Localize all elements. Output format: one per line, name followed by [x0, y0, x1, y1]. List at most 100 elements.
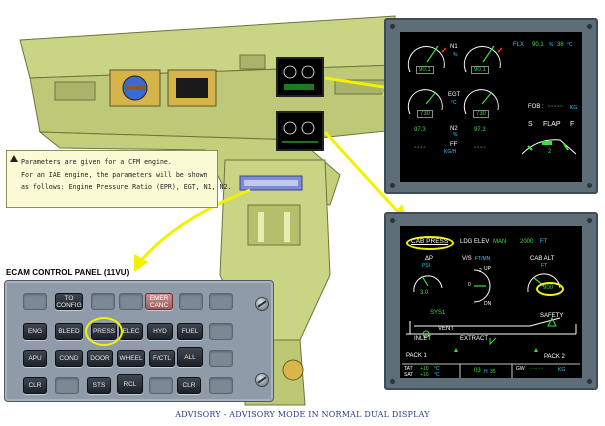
clr-left-button[interactable]: CLR: [23, 377, 47, 394]
all-button[interactable]: ALL: [177, 347, 203, 367]
screw-icon: [390, 24, 395, 29]
door-button[interactable]: DOOR: [87, 350, 113, 367]
cond-button[interactable]: COND: [55, 350, 83, 367]
screw-icon: [587, 183, 592, 188]
note-line-3: as follows: Engine Pressure Ratio (EPR),…: [21, 183, 232, 191]
n2-right-value: 97.3: [474, 127, 486, 133]
upper-display-brightness-knob[interactable]: [255, 297, 269, 311]
cab-alt-unit: FT: [541, 263, 548, 269]
n2-left-value: 97.3: [414, 127, 426, 133]
vs-unit: FT/MN: [475, 256, 491, 262]
sat-unit: °C: [434, 372, 440, 378]
blank-slot: [179, 293, 203, 310]
n2-label: N2: [450, 126, 458, 132]
blank-slot: [149, 377, 173, 394]
ldg-elev-mode: MAN: [493, 239, 507, 245]
eng-button[interactable]: ENG: [23, 323, 47, 340]
to-config-button[interactable]: TO CONFIG: [55, 293, 83, 310]
blank-slot: [209, 323, 233, 340]
flap-value: 2: [548, 149, 552, 155]
ff-unit: KG/H: [444, 149, 457, 155]
fob-unit: KG: [570, 105, 578, 111]
vs-label: V/S: [462, 256, 472, 262]
rcl-button[interactable]: RCL: [117, 374, 143, 394]
apu-button[interactable]: APU: [23, 350, 47, 367]
tat-value: +10: [420, 366, 429, 372]
screw-icon: [587, 218, 592, 223]
inlet-label: INLET: [414, 336, 432, 342]
egt-left-value: 730: [417, 110, 434, 118]
gw-unit: KG: [558, 367, 566, 373]
thrust-mode: FLX: [513, 42, 525, 48]
gw-value: ▫▫▫▫▫: [530, 366, 544, 372]
note-bullet-icon: [10, 155, 18, 162]
egt-label: EGT: [448, 92, 461, 98]
upper-ecam-screen: 90.1 90.1 N1 % 730 730 EGT °C 97.3 N2 % …: [400, 32, 582, 182]
fctl-button[interactable]: F/CTL: [149, 350, 175, 367]
gw-label: GW: [516, 366, 525, 372]
clr-right-button[interactable]: CLR: [177, 377, 201, 394]
pack2-label: PACK 2: [544, 354, 565, 360]
screw-icon: [390, 218, 395, 223]
sat-value: +10: [420, 372, 429, 378]
lower-display-brightness-knob[interactable]: [255, 373, 269, 387]
n2-unit: %: [453, 132, 458, 138]
tat-label: TAT: [404, 366, 413, 372]
screw-icon: [587, 24, 592, 29]
vs-zero-label: 0: [468, 282, 471, 288]
figure-caption: ADVISORY - ADVISORY MODE IN NORMAL DUAL …: [175, 410, 430, 419]
ff-right-value: ▫▫▫▫: [474, 145, 487, 151]
blank-slot: [23, 293, 47, 310]
slat-label: S: [528, 121, 533, 128]
ff-left-value: ▫▫▫▫: [414, 145, 427, 151]
blank-slot: [91, 293, 115, 310]
sts-button[interactable]: STS: [87, 377, 111, 394]
note-line-1: Parameters are given for a CFM engine.: [21, 158, 172, 166]
screw-icon: [587, 379, 592, 384]
press-highlight-ring: [85, 317, 123, 346]
fob-label: FOB :: [528, 104, 544, 110]
hyd-button[interactable]: HYD: [147, 323, 173, 340]
n1-label: N1: [450, 44, 458, 50]
n1-right-value: 90.1: [471, 66, 489, 74]
cab-press-highlight-ring: [406, 236, 454, 250]
note-line-2: For an IAE engine, the parameters will b…: [21, 170, 208, 179]
clock-minutes: 35: [490, 369, 496, 375]
flex-temp: 38: [557, 42, 564, 48]
blank-slot: [209, 377, 233, 394]
blank-slot: [209, 350, 233, 367]
wheel-button[interactable]: WHEEL: [117, 350, 145, 367]
ecam-panel-title: ECAM CONTROL PANEL (11VU): [6, 268, 130, 277]
safety-label: SAFETY: [540, 313, 564, 319]
cab-press-synoptic: [402, 269, 580, 378]
screw-icon: [390, 379, 395, 384]
n1-unit: %: [453, 52, 458, 58]
ff-label: FF: [450, 142, 458, 148]
extract-label: EXTRACT: [460, 336, 489, 342]
lower-ecam-bezel: CAB PRESS LDG ELEV MAN 2000 FT ΔP PSI 3.…: [384, 212, 598, 390]
tat-unit: °C: [434, 366, 440, 372]
thrust-value: 90.1: [532, 42, 544, 48]
bleed-button[interactable]: BLEED: [55, 323, 83, 340]
emer-canc-button[interactable]: EMER CANC: [145, 293, 173, 310]
vs-two-label: 2: [479, 268, 482, 274]
blank-slot: [55, 377, 79, 394]
thrust-unit: %: [549, 42, 554, 48]
engine-note-box: Parameters are given for a CFM engine. F…: [6, 150, 232, 208]
dp-unit: PSI: [422, 263, 431, 269]
cab-alt-value: 900: [543, 285, 554, 291]
flex-temp-unit: °C: [567, 42, 573, 48]
dp-label: ΔP: [425, 256, 434, 262]
upper-ecam-bezel: 90.1 90.1 N1 % 730 730 EGT °C 97.3 N2 % …: [384, 18, 598, 194]
cab-press-title: CAB PRESS: [411, 238, 449, 245]
pack1-label: PACK 1: [406, 353, 427, 359]
sys-label: SYS1: [430, 310, 446, 316]
blank-slot: [119, 293, 143, 310]
cockpit-illustration: [19, 15, 408, 406]
blank-slot: [209, 293, 233, 310]
lower-ecam-screen: CAB PRESS LDG ELEV MAN 2000 FT ΔP PSI 3.…: [400, 226, 582, 378]
fuel-button[interactable]: FUEL: [177, 323, 203, 340]
sat-label: SAT: [404, 372, 414, 378]
clock-h: H: [484, 369, 488, 375]
